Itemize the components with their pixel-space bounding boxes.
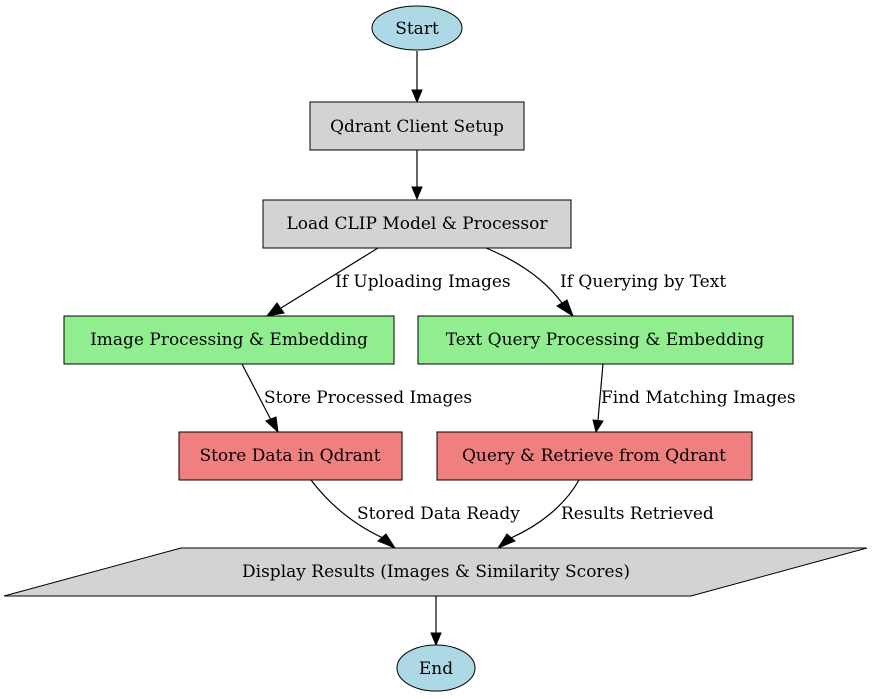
start-ellipse	[371, 5, 463, 51]
edge-label-if-uploading: If Uploading Images	[335, 272, 511, 292]
load-model-box	[262, 199, 572, 249]
image-processing-box	[63, 315, 395, 365]
node-image-processing[interactable]: Image Processing & Embedding	[63, 315, 395, 365]
edge-load-to-text-query	[485, 247, 574, 318]
node-load-model[interactable]: Load CLIP Model & Processor	[262, 199, 572, 249]
node-label-start: Start	[395, 19, 439, 39]
text-query-box	[417, 315, 794, 365]
edge-start-to-setup	[411, 51, 423, 104]
edge-text-query-to-retrieve	[592, 363, 604, 434]
node-end[interactable]: End	[396, 644, 476, 692]
node-label-client-setup: Qdrant Client Setup	[330, 117, 504, 137]
edge-label-find-matching: Find Matching Images	[601, 388, 796, 408]
end-ellipse	[396, 644, 476, 692]
edge-load-to-image-processing	[265, 247, 379, 317]
node-label-query-retrieve: Query & Retrieve from Qdrant	[462, 446, 726, 466]
display-results-parallelogram	[3, 547, 868, 597]
node-label-display-results: Display Results (Images & Similarity Sco…	[242, 562, 630, 582]
edge-label-stored-ready: Stored Data Ready	[357, 504, 520, 524]
client-setup-box	[309, 101, 525, 151]
node-text-query[interactable]: Text Query Processing & Embedding	[417, 315, 794, 365]
node-label-store-data: Store Data in Qdrant	[199, 446, 380, 466]
node-label-image-processing: Image Processing & Embedding	[90, 330, 368, 350]
edge-display-to-end	[430, 596, 442, 647]
node-start[interactable]: Start	[371, 5, 463, 51]
node-store-data[interactable]: Store Data in Qdrant	[178, 431, 403, 481]
edge-label-results-retrieved: Results Retrieved	[561, 504, 714, 524]
node-label-end: End	[419, 659, 453, 679]
edge-label-if-querying: If Querying by Text	[560, 272, 726, 292]
edge-retrieve-to-display	[496, 479, 580, 550]
node-display-results[interactable]: Display Results (Images & Similarity Sco…	[3, 547, 868, 597]
edge-label-store-processed: Store Processed Images	[264, 388, 472, 408]
node-label-load-model: Load CLIP Model & Processor	[287, 214, 549, 234]
query-retrieve-box	[436, 431, 753, 481]
node-query-retrieve[interactable]: Query & Retrieve from Qdrant	[436, 431, 753, 481]
edge-image-processing-to-store	[241, 363, 279, 434]
store-data-box	[178, 431, 403, 481]
edge-store-to-display	[310, 479, 397, 550]
edge-setup-to-load	[411, 150, 423, 201]
node-client-setup[interactable]: Qdrant Client Setup	[309, 101, 525, 151]
node-label-text-query: Text Query Processing & Embedding	[446, 330, 765, 350]
